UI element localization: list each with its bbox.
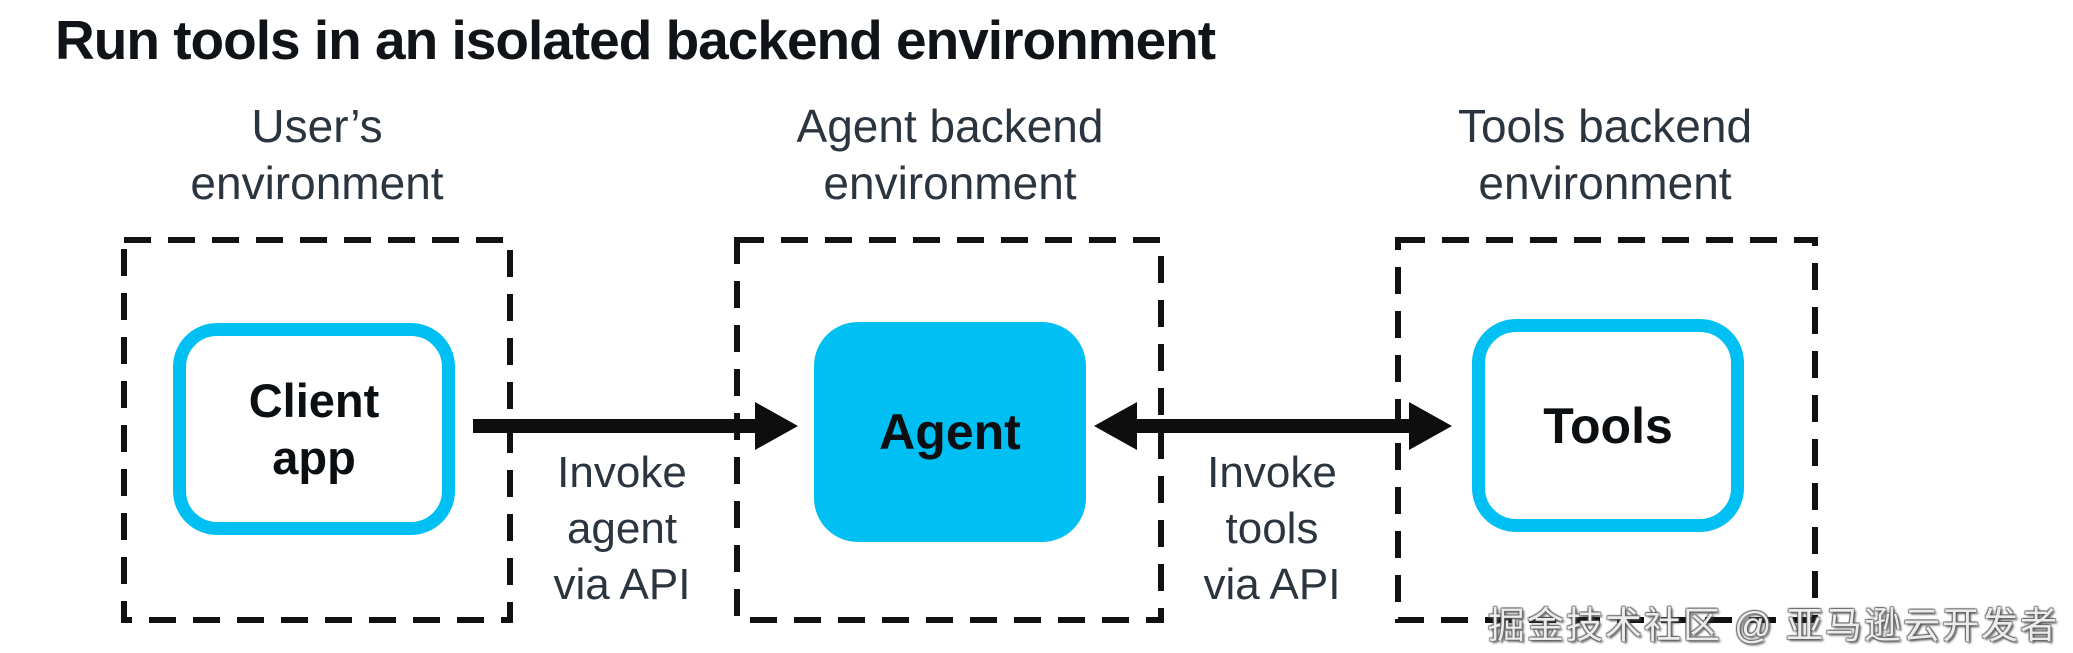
- tools-label: Tools: [1543, 397, 1673, 455]
- invoke-agent-arrow: [473, 402, 798, 450]
- env-label-line: environment: [1478, 157, 1732, 209]
- arrow-label-line: via API: [1203, 560, 1341, 609]
- client-app-node: Client app: [173, 323, 455, 535]
- invoke-tools-arrow: [1094, 402, 1452, 450]
- watermark: 掘金技术社区 @ 亚马逊云开发者: [1487, 605, 2059, 646]
- env-label-line: Tools backend: [1457, 100, 1753, 152]
- tools-backend-environment-label: Tools backend environment: [1295, 98, 1915, 212]
- page-title: Run tools in an isolated backend environ…: [55, 9, 1216, 71]
- arrow-label-line: Invoke: [1207, 448, 1337, 497]
- agent-label: Agent: [879, 403, 1021, 461]
- agent-node: Agent: [814, 322, 1086, 542]
- arrow-label-line: Invoke: [557, 448, 687, 497]
- users-environment-label: User’s environment: [7, 98, 627, 212]
- env-label-line: Agent backend: [796, 100, 1104, 152]
- arrow-label-line: agent: [566, 504, 678, 553]
- invoke-agent-arrow-label: Invoke agent via API: [462, 445, 782, 613]
- env-label-line: User’s: [251, 100, 383, 152]
- arrow-label-line: via API: [553, 560, 691, 609]
- env-label-line: environment: [190, 157, 444, 209]
- invoke-tools-arrow-label: Invoke tools via API: [1112, 445, 1432, 613]
- node-label-line: Client: [248, 374, 380, 427]
- env-label-line: environment: [823, 157, 1077, 209]
- node-label-line: Tools: [1543, 397, 1673, 454]
- client-app-label: Client app: [249, 372, 380, 486]
- arrow-label-line: tools: [1225, 504, 1319, 553]
- node-label-line: Agent: [879, 404, 1021, 460]
- tools-node: Tools: [1472, 319, 1744, 532]
- agent-backend-environment-label: Agent backend environment: [640, 98, 1260, 212]
- node-label-line: app: [272, 431, 356, 484]
